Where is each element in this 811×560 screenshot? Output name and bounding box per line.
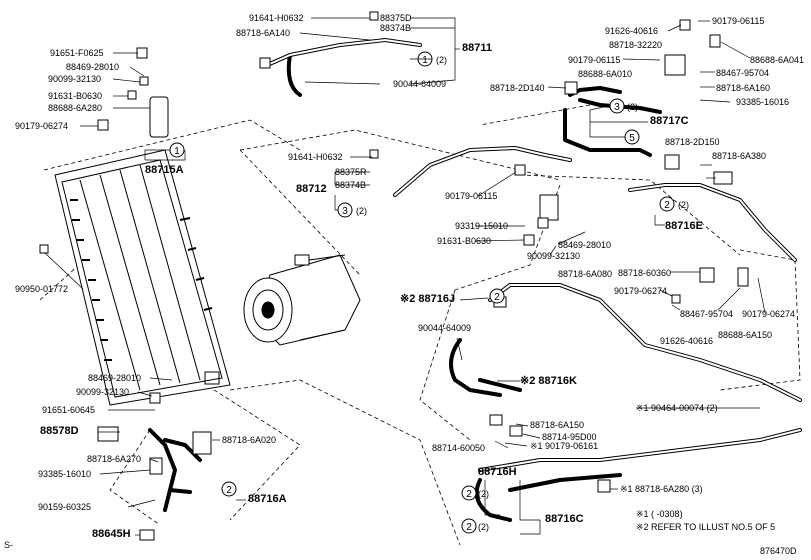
label-88718-6a280: ※1 88718-6A280 (3) (620, 484, 703, 494)
callout-circles (169, 51, 675, 534)
callout-text-2c: 2 (226, 485, 232, 496)
label-93385-16010: 93385-16010 (38, 469, 92, 479)
label-91651-60645: 91651-60645 (42, 405, 96, 415)
label-88717c: 88717C (650, 115, 689, 127)
callout-text-1b: 1 (174, 146, 180, 157)
callout-2-a (659, 196, 675, 212)
callout-2-c (221, 481, 237, 497)
callout-2-b (489, 288, 505, 304)
callout-text-1a: 1 (422, 55, 428, 66)
label-90044-64009: 90044-64009 (393, 79, 447, 89)
label-88688-6a280: 88688-6A280 (48, 103, 103, 113)
label-90099-32130-a: 90099-32130 (48, 74, 102, 84)
label-88718-2d140: 88718-2D140 (490, 83, 545, 93)
label-88375r: 88375R (335, 167, 367, 177)
condenser-drawing (54, 149, 231, 406)
label-88716h: 88716H (478, 466, 517, 478)
label-88718-60360: 88718-60360 (618, 268, 672, 278)
label-88578d: 88578D (40, 425, 79, 437)
label-88714-95d00: 88714-95D00 (542, 432, 597, 442)
label-88469-28010-c: 88469-28010 (88, 373, 142, 383)
label-callout2-qty-a: (2) (678, 200, 689, 210)
callout-3-a (609, 98, 625, 114)
label-93319-15010: 93319-15010 (455, 221, 509, 231)
label-90044-64009-b: 90044-64009 (418, 323, 472, 333)
label-88718-32220: 88718-32220 (609, 40, 663, 50)
label-90179-06274-b: 90179-06274 (614, 286, 668, 296)
label-88688-6a010: 88688-6A010 (578, 69, 633, 79)
label-91641-h0632-b: 91641-H0632 (288, 152, 343, 162)
label-91651-f0625: 91651-F0625 (50, 48, 104, 58)
label-90099-32130-b: 90099-32130 (527, 251, 581, 261)
label-88715a: 88715A (145, 164, 184, 176)
label-90179-06115-c: 90179-06115 (445, 191, 498, 201)
label-90159-60325: 90159-60325 (38, 502, 92, 512)
footnote-2: ※2 REFER TO ILLUST NO.5 OF 5 (636, 522, 776, 532)
label-88718-6a080: 88718-6A080 (558, 269, 613, 279)
callout-text-2b: 2 (494, 292, 500, 303)
label-88716e: 88716E (665, 220, 703, 232)
label-88374b: 88374B (380, 23, 412, 33)
label-88716a: 88716A (248, 493, 287, 505)
label-90179-06274-c: 90179-06274 (742, 309, 796, 319)
label-88716j: ※2 88716J (400, 293, 456, 305)
callout-text-5: 5 (629, 133, 635, 144)
label-88688-6a150: 88688-6A150 (718, 330, 773, 340)
callout-text-3b: 3 (342, 206, 348, 217)
label-90950-01772: 90950-01772 (15, 284, 69, 294)
label-88716c: 88716C (545, 513, 584, 525)
label-90099-32130-c: 90099-32130 (76, 387, 130, 397)
label-90464-00074: ※1 90464-00074 (2) (636, 403, 718, 413)
footnote-1: ※1 ( -0308) (636, 509, 683, 519)
label-88467-95704: 88467-95704 (716, 68, 770, 78)
label-88714-60050: 88714-60050 (432, 443, 486, 453)
label-88375d: 88375D (380, 13, 412, 23)
label-90179-06274-a: 90179-06274 (15, 121, 69, 131)
label-88469-28010-a: 88469-28010 (66, 62, 120, 72)
callout-numbers: 1 1 3 5 3 2 2 2 2 2 (174, 55, 670, 533)
label-93385-16016: 93385-16016 (736, 97, 790, 107)
label-91626-40616-b: 91626-40616 (660, 336, 714, 346)
callout-text-2d: 2 (466, 489, 472, 500)
callout-text-3a: 3 (614, 102, 620, 113)
label-88718-6a380: 88718-6A380 (712, 151, 767, 161)
label-88718-6a270: 88718-6A270 (87, 454, 142, 464)
label-88718-6a020: 88718-6A020 (222, 435, 277, 445)
label-88718-6a160: 88718-6A160 (716, 83, 771, 93)
label-callout3-qty-b: (2) (356, 206, 367, 216)
label-88467-95704-b: 88467-95704 (680, 309, 734, 319)
label-91631-b0630-b: 91631-B0630 (437, 236, 492, 246)
illustration-id: 876470D (760, 546, 797, 556)
callout-2-e (461, 518, 477, 534)
label-callout1-qty: (2) (436, 55, 447, 65)
label-91641-h0632: 91641-H0632 (249, 13, 304, 23)
callout-2-d (461, 485, 477, 501)
callout-text-2a: 2 (664, 200, 670, 211)
mark-s: S- (4, 540, 13, 550)
label-88716k: ※2 88716K (520, 375, 577, 387)
label-90179-06161: ※1 90179-06161 (530, 441, 599, 451)
callout-text-2e: 2 (466, 522, 472, 533)
label-88718-2d150: 88718-2D150 (665, 137, 720, 147)
label-88645h: 88645H (92, 528, 131, 540)
label-88688-6a041: 88688-6A041 (750, 55, 805, 65)
compressor-drawing (243, 254, 361, 346)
label-88711: 88711 (462, 42, 492, 54)
label-callout2-qty-b: (2) (478, 489, 489, 499)
label-callout2-qty-c: (2) (478, 522, 489, 532)
label-88718-6a140: 88718-6A140 (236, 28, 291, 38)
pipes-inner (264, 39, 801, 471)
label-callout3-qty-a: (2) (627, 102, 638, 112)
leader-lines (44, 17, 766, 536)
label-88374b-b: 88374B (335, 180, 367, 190)
label-90179-06115-b: 90179-06115 (568, 55, 621, 65)
label-88718-6a150: 88718-6A150 (530, 420, 585, 430)
label-90179-06115-a: 90179-06115 (712, 16, 765, 26)
label-91631-b0630-a: 91631-B0630 (48, 91, 103, 101)
label-91626-40616-a: 91626-40616 (605, 26, 659, 36)
label-88712: 88712 (296, 183, 327, 195)
label-88469-28010-b: 88469-28010 (558, 240, 612, 250)
